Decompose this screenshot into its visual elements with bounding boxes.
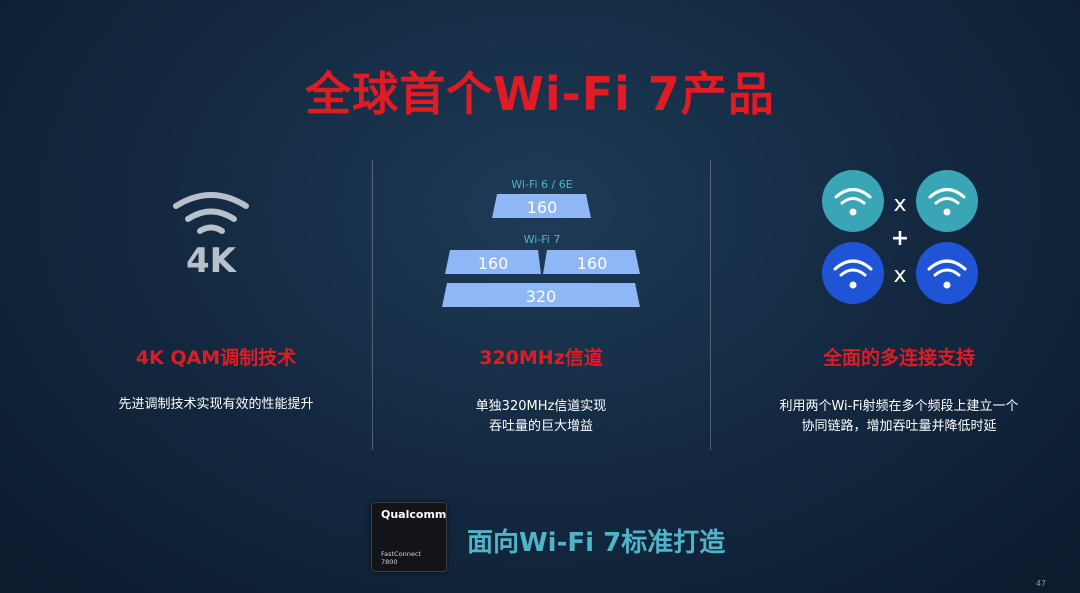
chip-model-number: 7800 [381, 558, 398, 566]
wifi7-320-bar [442, 283, 640, 307]
wifi7-160-bar-right [543, 250, 640, 274]
wifi-blue-icon-left [822, 242, 884, 304]
description-line: 吞吐量的巨大增益 [488, 419, 593, 434]
legacy-160-bar [492, 194, 591, 218]
column-divider-left [372, 160, 373, 450]
wifi-blue-icon-right [916, 242, 978, 304]
legacy-160-value: 160 [527, 198, 558, 217]
slide-title: 全球首个Wi-Fi 7产品 [305, 67, 775, 121]
multiply-symbol-top: x [893, 192, 906, 217]
wifi-4k-icon: 4K [173, 192, 249, 280]
feature-description-320mhz: 单独320MHz信道实现 吞吐量的巨大增益 [361, 397, 721, 437]
wifi7-label: Wi-Fi 7 [524, 233, 561, 246]
footer-tagline: 面向Wi-Fi 7标准打造 [467, 528, 726, 558]
chip-product-name: FastConnect [381, 550, 421, 558]
feature-description-4k-qam: 先进调制技术实现有效的性能提升 [36, 395, 396, 415]
wifi7-160-bar-left [445, 250, 541, 274]
wifi-teal-icon-right [916, 170, 978, 232]
page-number: 47 [1035, 579, 1046, 588]
feature-description-multi-link: 利用两个Wi-Fi射频在多个频段上建立一个 协同链路，增加吞吐量并降低时延 [719, 397, 1079, 437]
wifi7-160-value-right: 160 [577, 254, 608, 273]
plus-symbol: + [891, 226, 909, 251]
column-divider-right [710, 160, 711, 450]
description-line: 先进调制技术实现有效的性能提升 [118, 397, 314, 412]
description-line: 协同链路，增加吞吐量并降低时延 [801, 419, 997, 434]
channel-width-diagram: Wi-Fi 6 / 6E 160 Wi-Fi 7 160 160 320 [442, 178, 640, 307]
wifi-teal-icon-left [822, 170, 884, 232]
qualcomm-fastconnect-chip: Qualcomm FastConnect 7800 [371, 502, 447, 572]
feature-heading-multi-link: 全面的多连接支持 [822, 347, 975, 369]
description-line: 利用两个Wi-Fi射频在多个频段上建立一个 [779, 399, 1019, 414]
icon-4k-label: 4K [186, 241, 238, 280]
chip-model-label: FastConnect 7800 [381, 550, 421, 566]
feature-heading-4k-qam: 4K QAM调制技术 [135, 347, 297, 369]
wifi7-160-value-left: 160 [478, 254, 509, 273]
legacy-wifi-label: Wi-Fi 6 / 6E [511, 178, 572, 191]
feature-heading-320mhz: 320MHz信道 [479, 347, 603, 369]
description-line: 单独320MHz信道实现 [475, 399, 607, 414]
multi-link-diagram: x + x [822, 170, 978, 304]
wifi7-320-value: 320 [526, 287, 557, 306]
multiply-symbol-bottom: x [893, 263, 906, 288]
chip-brand-logo: Qualcomm [381, 508, 447, 521]
